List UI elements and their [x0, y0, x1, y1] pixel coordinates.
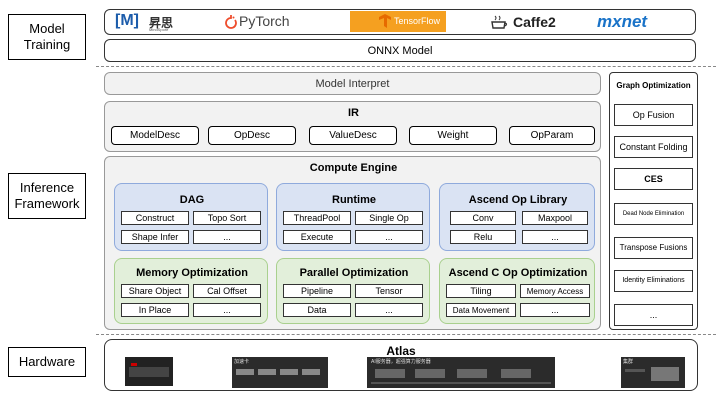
compute-engine-title: Compute Engine: [309, 162, 398, 174]
memory-more: ...: [193, 303, 261, 317]
graph-constant-folding: Constant Folding: [614, 136, 693, 158]
atlas-card3-header: 集群: [623, 359, 634, 365]
ascend-op-relu: Relu: [450, 230, 516, 244]
model-training-label: Model Training: [8, 14, 86, 60]
caffe2-logo: Caffe2: [491, 13, 571, 33]
runtime-more: ...: [355, 230, 423, 244]
atlas-accelerator-card-image: 加速卡: [232, 357, 328, 388]
dag-more: ...: [193, 230, 261, 244]
inference-framework-label: Inference Framework: [8, 173, 86, 219]
tensorflow-logo: TensorFlow: [350, 11, 446, 32]
runtime-single-op: Single Op: [355, 211, 423, 225]
atlas-cluster-image: 集群: [621, 357, 685, 388]
model-interpret-box: Model Interpret: [104, 72, 601, 95]
ascendc-memory-access: Memory Access: [520, 284, 590, 298]
atlas-card2-header: AI服务器，超强算力服务器: [371, 359, 431, 365]
memory-in-place: In Place: [121, 303, 189, 317]
ir-title: IR: [348, 107, 359, 119]
dag-topo-sort: Topo Sort: [193, 211, 261, 225]
tensorflow-icon: [379, 14, 391, 28]
graph-optimization-title: Graph Optimization: [616, 81, 691, 90]
separator-hardware: [96, 334, 716, 335]
atlas-server-image: AI服务器，超强算力服务器: [367, 357, 555, 388]
graph-op-fusion: Op Fusion: [614, 104, 693, 126]
atlas-panel: Atlas 加速卡 AI服务器，超强算力服务器 集群: [104, 339, 698, 391]
mindspore-logo-sub: 昇思: [149, 16, 174, 30]
graph-more: ...: [614, 304, 693, 326]
graph-transpose-fusions: Transpose Fusions: [614, 237, 693, 259]
memory-optimization-title: Memory Optimization: [136, 267, 248, 279]
mindspore-logo: [M] 昇思 MindSpore: [115, 12, 185, 32]
runtime-threadpool: ThreadPool: [283, 211, 351, 225]
parallel-more: ...: [355, 303, 423, 317]
onnx-model-box: ONNX Model: [104, 39, 696, 62]
ir-item-modeldesc: ModelDesc: [111, 126, 199, 145]
mindspore-logo-tiny: MindSpore: [149, 27, 169, 32]
parallel-data: Data: [283, 303, 351, 317]
pytorch-flame-icon: [225, 15, 237, 29]
ascend-op-maxpool: Maxpool: [522, 211, 588, 225]
ascendc-data-movement: Data Movement: [446, 303, 516, 317]
parallel-tensor: Tensor: [355, 284, 423, 298]
parallel-pipeline: Pipeline: [283, 284, 351, 298]
graph-optimization-panel: Graph Optimization Op Fusion Constant Fo…: [609, 72, 698, 330]
ascendc-tiling: Tiling: [446, 284, 516, 298]
dag-panel: DAG Construct Topo Sort Shape Infer ...: [114, 183, 268, 251]
atlas-card1-header: 加速卡: [234, 359, 250, 365]
ir-item-opdesc: OpDesc: [208, 126, 296, 145]
dag-construct: Construct: [121, 211, 189, 225]
memory-share-object: Share Object: [121, 284, 189, 298]
framework-logos-bar: [M] 昇思 MindSpore PyTorch TensorFlow Caff…: [104, 9, 696, 35]
runtime-title: Runtime: [332, 194, 376, 206]
atlas-device-image: [125, 357, 173, 386]
mindspore-logo-text: [M]: [115, 12, 139, 29]
graph-dead-node-elimination: Dead Node Elimination: [614, 203, 693, 225]
dag-title: DAG: [179, 194, 205, 206]
mxnet-logo-text: mxnet: [597, 12, 648, 31]
runtime-execute: Execute: [283, 230, 351, 244]
ir-item-weight: Weight: [409, 126, 497, 145]
mxnet-logo: mxnet: [597, 12, 677, 33]
pytorch-logo: PyTorch: [225, 13, 320, 33]
memory-optimization-panel: Memory Optimization Share Object Cal Off…: [114, 258, 268, 324]
graph-identity-eliminations: Identity Eliminations: [614, 270, 693, 292]
hardware-label: Hardware: [8, 347, 86, 377]
caffe2-logo-text: Caffe2: [513, 14, 556, 30]
runtime-panel: Runtime ThreadPool Single Op Execute ...: [276, 183, 430, 251]
compute-engine-panel: Compute Engine DAG Construct Topo Sort S…: [104, 156, 601, 330]
dag-shape-infer: Shape Infer: [121, 230, 189, 244]
ascend-c-op-optimization-panel: Ascend C Op Optimization Tiling Memory A…: [439, 258, 595, 324]
ascend-op-library-title: Ascend Op Library: [468, 194, 568, 206]
atlas-title: Atlas: [386, 344, 416, 358]
ir-item-opparam: OpParam: [509, 126, 595, 145]
ir-item-valuedesc: ValueDesc: [309, 126, 397, 145]
tensorflow-logo-text: TensorFlow: [394, 16, 441, 26]
coffee-cup-icon: [491, 15, 508, 29]
ascend-op-more: ...: [522, 230, 588, 244]
graph-ces: CES: [614, 168, 693, 190]
separator-training: [96, 66, 716, 67]
parallel-optimization-title: Parallel Optimization: [299, 267, 409, 279]
ir-panel: IR ModelDesc OpDesc ValueDesc Weight OpP…: [104, 101, 601, 152]
ascend-c-op-optimization-title: Ascend C Op Optimization: [448, 267, 588, 279]
parallel-optimization-panel: Parallel Optimization Pipeline Tensor Da…: [276, 258, 430, 324]
memory-cal-offset: Cal Offset: [193, 284, 261, 298]
pytorch-logo-text: PyTorch: [239, 13, 290, 29]
ascendc-more: ...: [520, 303, 590, 317]
ascend-op-conv: Conv: [450, 211, 516, 225]
ascend-op-library-panel: Ascend Op Library Conv Maxpool Relu ...: [439, 183, 595, 251]
